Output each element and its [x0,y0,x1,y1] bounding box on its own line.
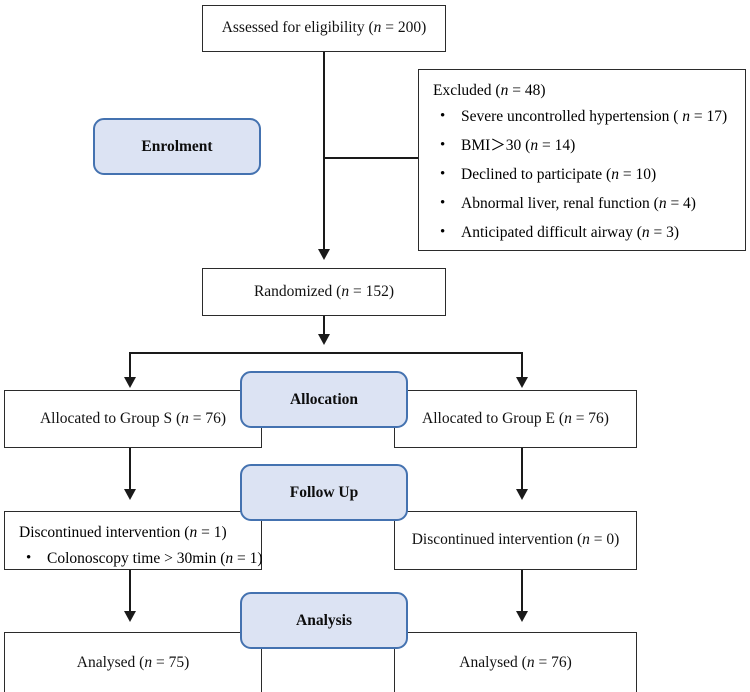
stage-badge-follow-up: Follow Up [240,464,408,521]
arrowhead-to-randomized [317,249,330,260]
connector-randomized-down [323,316,325,338]
box-assessed-for-eligibility: Assessed for eligibility (n = 200) [202,5,446,52]
allocated-left-label: Allocated to Group S (n = 76) [39,409,227,427]
arrowhead-followup-right [515,489,528,500]
connector-alloc-to-followup-left [129,448,131,490]
connector-assessed-to-randomized [323,51,325,249]
assessed-label: Assessed for eligibility (n = 200) [221,19,427,37]
excluded-title: Excluded (n = 48) [433,82,546,99]
arrowhead-followup-left [123,489,136,500]
stage-badge-analysis-label: Analysis [296,611,352,629]
box-analysed-group-s: Analysed (n = 75) [4,632,262,692]
arrowhead-analysis-right [515,611,528,622]
box-randomized: Randomized (n = 152) [202,268,446,316]
analysed-right-label: Analysed (n = 76) [459,653,572,671]
list-item: Declined to participate (n = 10) [433,163,731,187]
stage-badge-allocation: Allocation [240,371,408,428]
followup-left-reason-list: Colonoscopy time > 30min (n = 1) [19,547,263,571]
arrowhead-split-right [515,377,528,388]
list-item: BMI＞30 (n = 14) [433,134,731,158]
connector-followup-to-analysis-right [521,570,523,612]
arrowhead-split-left [123,377,136,388]
list-item: Colonoscopy time > 30min (n = 1) [19,547,263,571]
stage-badge-analysis: Analysis [240,592,408,649]
box-analysed-group-e: Analysed (n = 76) [394,632,637,692]
box-followup-group-s: Discontinued intervention (n = 1) Colono… [4,511,263,571]
allocated-right-label: Allocated to Group E (n = 76) [422,409,609,427]
box-allocated-group-e: Allocated to Group E (n = 76) [394,390,637,448]
list-item: Severe uncontrolled hypertension ( n = 1… [433,105,731,129]
stage-badge-enrolment-label: Enrolment [141,137,213,155]
randomized-label: Randomized (n = 152) [253,282,395,300]
box-followup-group-e: Discontinued intervention (n = 0) [394,511,637,570]
stage-badge-follow-up-label: Follow Up [289,483,359,501]
list-item: Abnormal liver, renal function (n = 4) [433,192,731,216]
list-item: Anticipated difficult airway (n = 3) [433,221,731,245]
connector-trunk-to-excluded [323,157,419,159]
arrowhead-randomized-down [317,334,330,345]
stage-badge-allocation-label: Allocation [289,390,359,408]
connector-followup-to-analysis-left [129,570,131,612]
analysed-left-label: Analysed (n = 75) [76,653,190,671]
stage-badge-enrolment: Enrolment [93,118,261,175]
box-excluded: Excluded (n = 48) Severe uncontrolled hy… [418,69,746,251]
box-allocated-group-s: Allocated to Group S (n = 76) [4,390,262,448]
followup-left-title: Discontinued intervention (n = 1) [19,524,227,541]
excluded-reason-list: Severe uncontrolled hypertension ( n = 1… [433,105,731,245]
followup-right-label: Discontinued intervention (n = 0) [411,531,620,549]
connector-split-bar [129,352,522,354]
arrowhead-analysis-left [123,611,136,622]
connector-split-right [521,352,523,378]
connector-split-left [129,352,131,378]
connector-alloc-to-followup-right [521,448,523,490]
